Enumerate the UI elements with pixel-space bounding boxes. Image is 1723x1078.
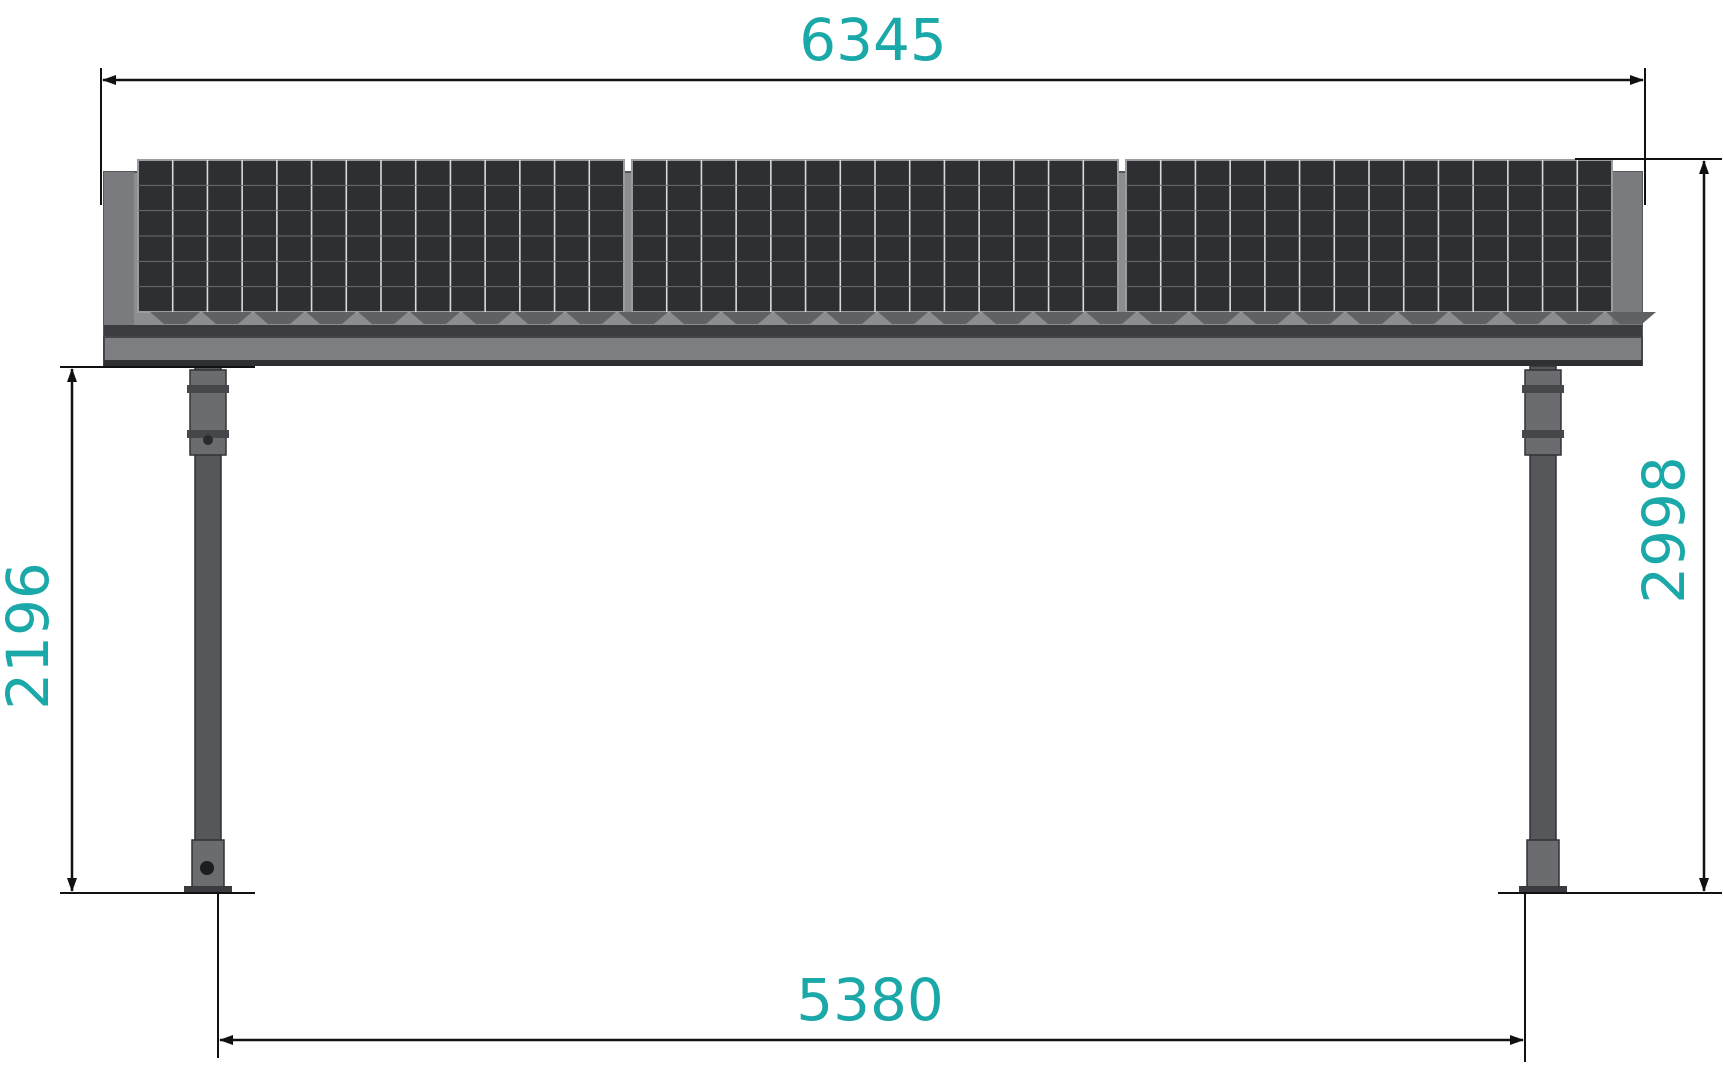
purlin-clip [1606, 312, 1656, 324]
purlin-clip [410, 312, 460, 324]
post-left-clamp [187, 385, 229, 393]
post-right-collar [1524, 369, 1562, 456]
purlin-clip [1242, 312, 1292, 324]
solar-panel-array [137, 159, 1613, 313]
purlin-clip [254, 312, 304, 324]
purlin-clip [982, 312, 1032, 324]
purlin-clip [462, 312, 512, 324]
purlin-clip [1034, 312, 1084, 324]
post-spacing-label: 5380 [796, 966, 944, 1034]
dimension-overall-height: 2998 [1498, 158, 1722, 894]
purlin-clip [566, 312, 616, 324]
roof-side-left [104, 172, 134, 340]
post-right [1519, 365, 1567, 894]
roof-purlin-row [150, 312, 1656, 324]
post-left-footplate [184, 886, 232, 894]
roof-beam [104, 325, 1642, 337]
purlin-clip [722, 312, 772, 324]
roof-beam-edge [104, 360, 1642, 366]
purlin-clip [1450, 312, 1500, 324]
dimension-overall-width: 6345 [100, 6, 1646, 205]
purlin-clip [150, 312, 200, 324]
post-left-clamp-2 [187, 430, 229, 438]
purlin-clip [930, 312, 980, 324]
dimension-post-spacing: 5380 [217, 892, 1526, 1062]
roof-structure [103, 159, 1656, 366]
purlin-clip [1554, 312, 1604, 324]
purlin-clip [878, 312, 928, 324]
post-left-base-bolt [200, 861, 214, 875]
purlin-clip [306, 312, 356, 324]
purlin-clip [1502, 312, 1552, 324]
post-right-clamp [1522, 385, 1564, 393]
purlin-clip [1138, 312, 1188, 324]
purlin-clip [618, 312, 668, 324]
purlin-clip [1086, 312, 1136, 324]
purlin-clip [202, 312, 252, 324]
purlin-clip [826, 312, 876, 324]
clearance-height-label: 2196 [0, 562, 62, 710]
post-right-footplate [1519, 886, 1567, 894]
purlin-clip [1190, 312, 1240, 324]
purlin-clip [774, 312, 824, 324]
purlin-clip [514, 312, 564, 324]
purlin-clip [358, 312, 408, 324]
purlin-clip [1398, 312, 1448, 324]
post-right-base [1526, 839, 1560, 889]
overall-height-label: 2998 [1630, 456, 1698, 604]
purlin-clip [1294, 312, 1344, 324]
post-right-clamp-2 [1522, 430, 1564, 438]
post-left-bolt [203, 435, 213, 445]
dimension-clearance-height: 2196 [0, 366, 255, 894]
overall-width-label: 6345 [799, 6, 947, 74]
post-left [184, 365, 232, 894]
purlin-clip [670, 312, 720, 324]
purlin-clip [1346, 312, 1396, 324]
